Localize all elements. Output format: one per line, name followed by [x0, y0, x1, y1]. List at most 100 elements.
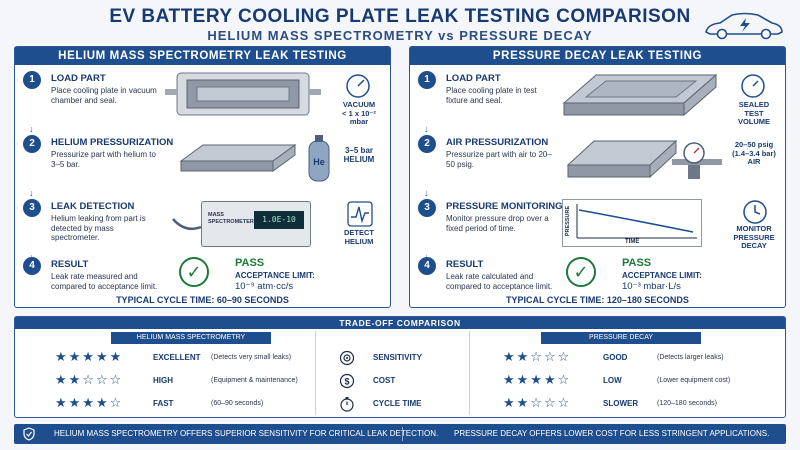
pressure-step-1: 1 LOAD PART Place cooling plate in test … [410, 69, 785, 126]
device-label: MASS SPECTROMETER [208, 212, 254, 225]
divider [315, 331, 316, 415]
acceptance-value: 10⁻³ mbar·L/s [622, 281, 681, 292]
tank-label: He [313, 157, 325, 167]
mass-spectrometer-device: MASS SPECTROMETER 1.0E-10 [201, 201, 311, 247]
shield-icon [22, 427, 36, 441]
he-rating-label: EXCELLENT [153, 353, 201, 362]
step-description: Leak rate measured and compared to accep… [51, 272, 158, 291]
tradeoff-row: ★★★★★ EXCELLENT (Detects very small leaks)… [15, 347, 785, 371]
step-description: Helium leaking from part is detected by … [51, 214, 146, 242]
chart-x-label: TIME [625, 239, 640, 245]
acceptance-value: 10⁻⁹ atm·cc/s [235, 281, 294, 292]
step-description: Leak rate calculated and compared to acc… [446, 272, 553, 291]
leak-readout: 1.0E-10 [254, 211, 304, 229]
step-description: Pressurize part with air to 20–50 psig. [446, 150, 552, 169]
tradeoff-row: ★★★★☆ FAST (60–90 seconds) CYCLE TIME ★★☆☆☆ S… [15, 393, 785, 417]
vacuum-gauge-icon [346, 74, 370, 98]
detect-spec: DETECT HELIUM [344, 228, 374, 246]
tradeoff-panel: TRADE-OFF COMPARISON HELIUM MASS SPECTRO… [14, 316, 786, 418]
svg-text:$: $ [344, 377, 349, 387]
helium-step-1: 1 LOAD PART Place cooling plate in vacuu… [15, 69, 390, 126]
acceptance-label: ACCEPTANCE LIMIT: [235, 271, 315, 280]
he-rating-stars: ★★★★☆ [55, 395, 124, 410]
metric-label: CYCLE TIME [373, 399, 422, 408]
gauge-icon [741, 74, 765, 98]
step-title: LOAD PART [446, 73, 501, 84]
checkmark-icon: ✓ [179, 257, 209, 287]
result-pass: PASS [235, 257, 265, 269]
pressure-panel-title: PRESSURE DECAY LEAK TESTING [410, 47, 785, 65]
sniffer-hose-icon [172, 218, 202, 230]
he-rating-note: (60–90 seconds) [211, 400, 264, 407]
pressure-step-3: 3 PRESSURE MONITORING Monitor pressure d… [410, 197, 785, 253]
dollar-icon: $ [339, 373, 355, 389]
pressure-panel: PRESSURE DECAY LEAK TESTING 1 LOAD PART … [409, 46, 786, 308]
down-arrow-icon: ↓ [424, 124, 429, 134]
decay-curve [576, 204, 697, 239]
divider [469, 331, 470, 415]
step-number: 4 [23, 257, 41, 275]
he-rating-label: FAST [153, 399, 174, 408]
vacuum-chamber-icon [165, 72, 321, 116]
pressure-spec: 3–5 bar HELIUM [343, 146, 375, 164]
he-rating-note: (Detects very small leaks) [211, 354, 292, 361]
step-description: Place cooling plate in vacuum chamber an… [51, 86, 157, 105]
step-title: HELIUM PRESSURIZATION [51, 137, 174, 148]
page-subtitle: HELIUM MASS SPECTROMETRY vs PRESSURE DEC… [207, 28, 593, 43]
page-title: EV BATTERY COOLING PLATE LEAK TESTING CO… [109, 6, 691, 27]
stopwatch-icon [340, 397, 354, 412]
checkmark-icon: ✓ [566, 257, 596, 287]
pressure-step-4: 4 RESULT Leak rate calculated and compar… [410, 255, 785, 311]
step-title: RESULT [51, 259, 89, 270]
target-icon [339, 350, 355, 366]
pd-rating-label: LOW [603, 376, 622, 385]
he-rating-stars: ★★★★★ [55, 349, 124, 364]
summary-left: HELIUM MASS SPECTROMETRY OFFERS SUPERIOR… [54, 429, 439, 438]
down-arrow-icon: ↓ [424, 188, 429, 198]
pd-rating-stars: ★★☆☆☆ [503, 349, 572, 364]
monitor-spec: MONITOR PRESSURE DECAY [733, 224, 775, 250]
down-arrow-icon: ↓ [29, 188, 34, 198]
pd-rating-label: GOOD [603, 353, 628, 362]
he-rating-stars: ★★☆☆☆ [55, 372, 124, 387]
tradeoff-title: TRADE-OFF COMPARISON [15, 317, 785, 329]
he-rating-note: (Equipment & maintenance) [211, 377, 298, 384]
cooling-plate-icon [179, 144, 297, 172]
helium-panel: HELIUM MASS SPECTROMETRY LEAK TESTING 1 … [14, 46, 391, 308]
step-title: AIR PRESSURIZATION [446, 137, 549, 148]
helium-tank-icon: He [308, 135, 330, 182]
summary-banner: HELIUM MASS SPECTROMETRY OFFERS SUPERIOR… [14, 424, 786, 444]
air-spec: 20–50 psig (1.4–3.4 bar) AIR [732, 140, 776, 166]
result-pass: PASS [622, 257, 652, 269]
step-number: 3 [418, 199, 436, 217]
pressure-decay-chart: TIME PRESSURE [562, 199, 702, 247]
cooling-plate-icon [566, 139, 678, 179]
step-title: PRESSURE MONITORING [446, 201, 563, 212]
step-number: 2 [23, 135, 41, 153]
step-number: 1 [418, 71, 436, 89]
vacuum-spec: VACUUM < 1 x 10⁻² mbar [342, 100, 376, 126]
pd-rating-note: (Detects larger leaks) [657, 354, 724, 361]
pd-rating-label: SLOWER [603, 399, 639, 408]
step-title: LOAD PART [51, 73, 106, 84]
helium-step-2: 2 HELIUM PRESSURIZATION Pressurize part … [15, 133, 390, 189]
step-number: 1 [23, 71, 41, 89]
clock-icon [743, 200, 767, 224]
summary-right: PRESSURE DECAY OFFERS LOWER COST FOR LES… [454, 429, 770, 438]
metric-label: SENSITIVITY [373, 353, 422, 362]
sealed-spec: SEALED TEST VOLUME [737, 100, 771, 126]
tradeoff-row: ★★☆☆☆HIGH(Equipment & maintenance)$COST★… [15, 370, 785, 394]
helium-panel-title: HELIUM MASS SPECTROMETRY LEAK TESTING [15, 47, 390, 65]
pd-rating-note: (Lower equipment cost) [657, 377, 731, 384]
pd-rating-stars: ★★☆☆☆ [503, 395, 572, 410]
step-description: Place cooling plate in test fixture and … [446, 86, 537, 105]
test-fixture-icon [562, 73, 718, 117]
step-description: Monitor pressure drop over a fixed perio… [446, 214, 549, 233]
cycle-time: TYPICAL CYCLE TIME: 60–90 SECONDS [116, 295, 289, 305]
he-rating-label: HIGH [153, 376, 173, 385]
step-title: LEAK DETECTION [51, 201, 135, 212]
metric-label: COST [373, 376, 396, 385]
divider [402, 427, 403, 441]
tradeoff-left-head: HELIUM MASS SPECTROMETRY [111, 332, 271, 344]
step-number: 4 [418, 257, 436, 275]
